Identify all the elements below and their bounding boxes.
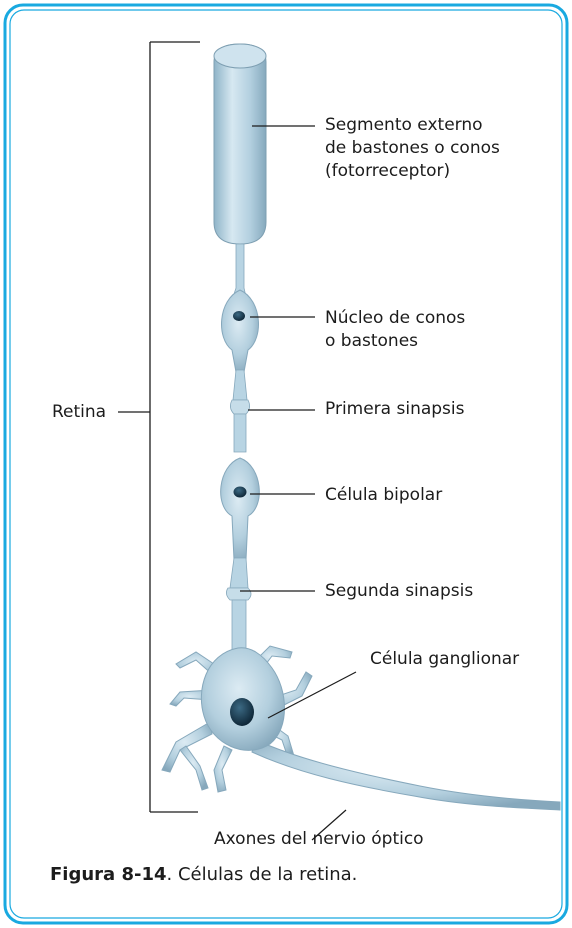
label-first-synapse: Primera sinapsis (325, 398, 465, 421)
label-outer-segment: Segmento externo de bastones o conos (fo… (325, 114, 500, 183)
label-second-synapse: Segunda sinapsis (325, 580, 473, 603)
first-synapse (230, 400, 249, 414)
label-rod-nucleus: Núcleo de conos o bastones (325, 307, 465, 353)
ganglion-nucleus (230, 698, 254, 726)
label-retina: Retina (52, 401, 106, 424)
caption-text: . Células de la retina. (167, 864, 358, 885)
label-axons: Axones del nervio óptico (214, 828, 424, 851)
bipolar-cell (221, 458, 260, 560)
label-ganglion-cell: Célula ganglionar (370, 648, 519, 671)
photoreceptor-rod (214, 44, 266, 244)
label-bipolar-cell: Célula bipolar (325, 484, 442, 507)
second-synapse (226, 588, 251, 600)
figure-number: Figura 8-14 (50, 864, 167, 885)
figure-caption: Figura 8-14. Células de la retina. (50, 864, 357, 885)
rod-nucleus-cell (222, 290, 259, 372)
